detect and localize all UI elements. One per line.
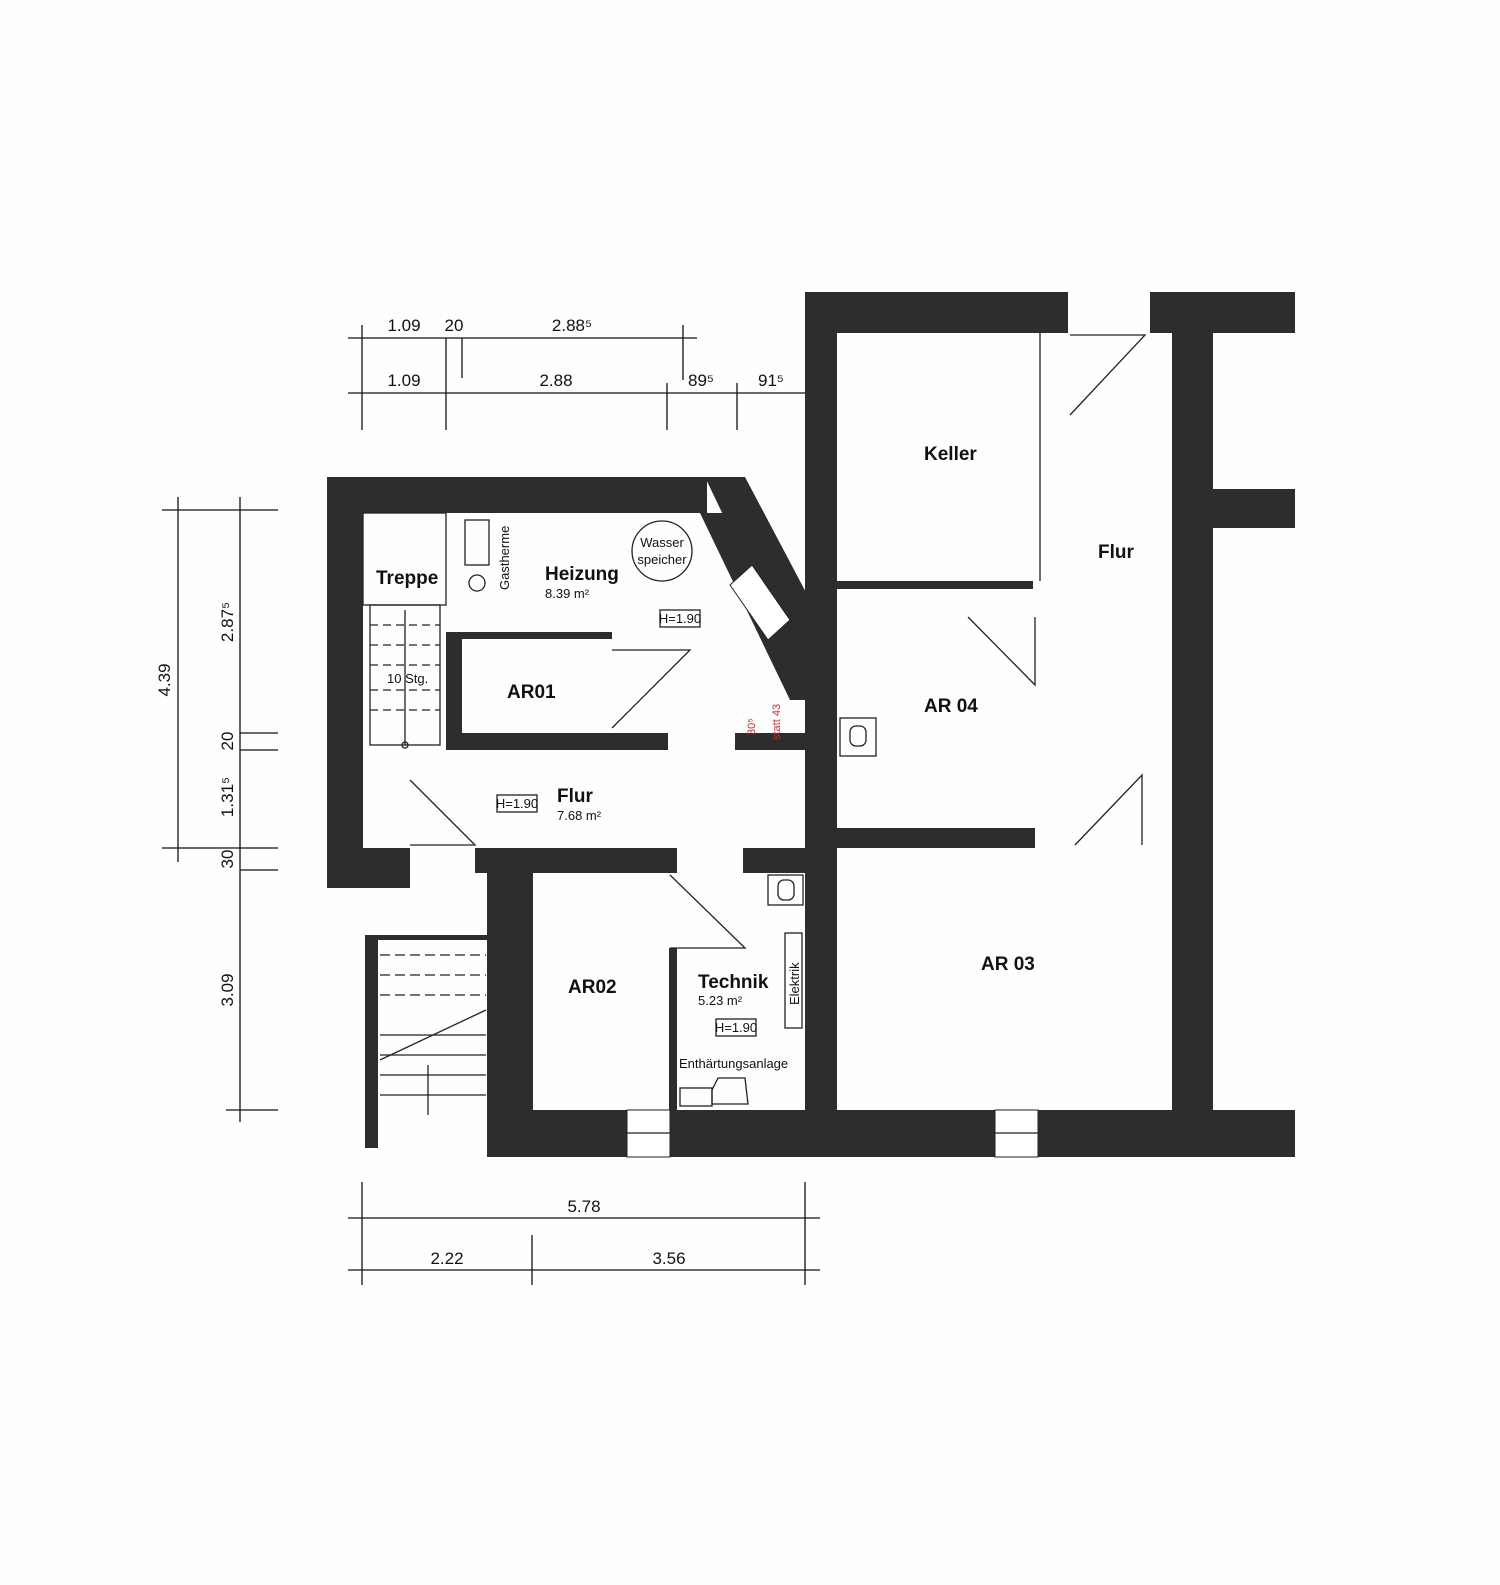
label-technik: Technik (698, 972, 769, 993)
dim-top2-895: 89⁵ (688, 371, 714, 390)
dim-left-20: 20 (218, 732, 237, 751)
dim-bottom-5-78: 5.78 (567, 1197, 600, 1216)
label-ar01: AR01 (507, 682, 556, 703)
dim-left-3-09: 3.09 (218, 973, 237, 1006)
dimension-labels: 1.09 20 2.88⁵ 1.09 2.88 89⁵ 91⁵ 4.39 2.8… (155, 316, 784, 1268)
label-height-heizung: H=1.90 (659, 611, 701, 626)
label-keller: Keller (924, 444, 977, 465)
label-treppe: Treppe (376, 568, 438, 589)
label-flur-left: Flur (557, 786, 593, 807)
room-labels: Treppe 10 Stg. Heizung 8.39 m² Gastherme… (376, 444, 1134, 1071)
dim-top-20: 20 (445, 316, 464, 335)
dim-left-1-315: 1.31⁵ (218, 777, 237, 817)
label-ar03: AR 03 (981, 954, 1035, 975)
dim-left-2-875: 2.87⁵ (218, 602, 237, 642)
dim-top2-915: 91⁵ (758, 371, 784, 390)
label-stairs-steps: 10 Stg. (387, 671, 428, 686)
doors (409, 333, 1147, 949)
label-flur-right: Flur (1098, 542, 1134, 563)
label-speicher: speicher (637, 552, 687, 567)
dim-top2-2-88: 2.88 (539, 371, 572, 390)
dim-left-30: 30 (218, 850, 237, 869)
annotation-red-dim: 30⁵ (746, 718, 758, 735)
dim-left-4-39: 4.39 (155, 663, 174, 696)
label-enthaertung: Enthärtungsanlage (679, 1056, 788, 1071)
stairs (362, 512, 487, 1115)
walls (327, 292, 1295, 1157)
label-technik-area: 5.23 m² (698, 993, 743, 1008)
dim-top-1-09: 1.09 (387, 316, 420, 335)
label-wasser: Wasser (640, 535, 684, 550)
dim-bottom-3-56: 3.56 (652, 1249, 685, 1268)
label-heizung-area: 8.39 m² (545, 586, 590, 601)
dim-top2-1-09: 1.09 (387, 371, 420, 390)
windows (626, 564, 1039, 1158)
label-ar04: AR 04 (924, 696, 978, 717)
annotation-red-note: statt 43 (771, 704, 783, 740)
dim-top-2-885: 2.88⁵ (552, 316, 592, 335)
label-ar02: AR02 (568, 977, 617, 998)
label-flur-left-area: 7.68 m² (557, 808, 602, 823)
label-height-flur: H=1.90 (496, 796, 538, 811)
label-gastherme: Gastherme (497, 526, 512, 590)
label-heizung: Heizung (545, 564, 619, 585)
fixtures (464, 519, 877, 1107)
dimension-lines (162, 325, 820, 1285)
label-height-technik: H=1.90 (715, 1020, 757, 1035)
label-elektrik: Elektrik (787, 962, 802, 1005)
dim-bottom-2-22: 2.22 (430, 1249, 463, 1268)
